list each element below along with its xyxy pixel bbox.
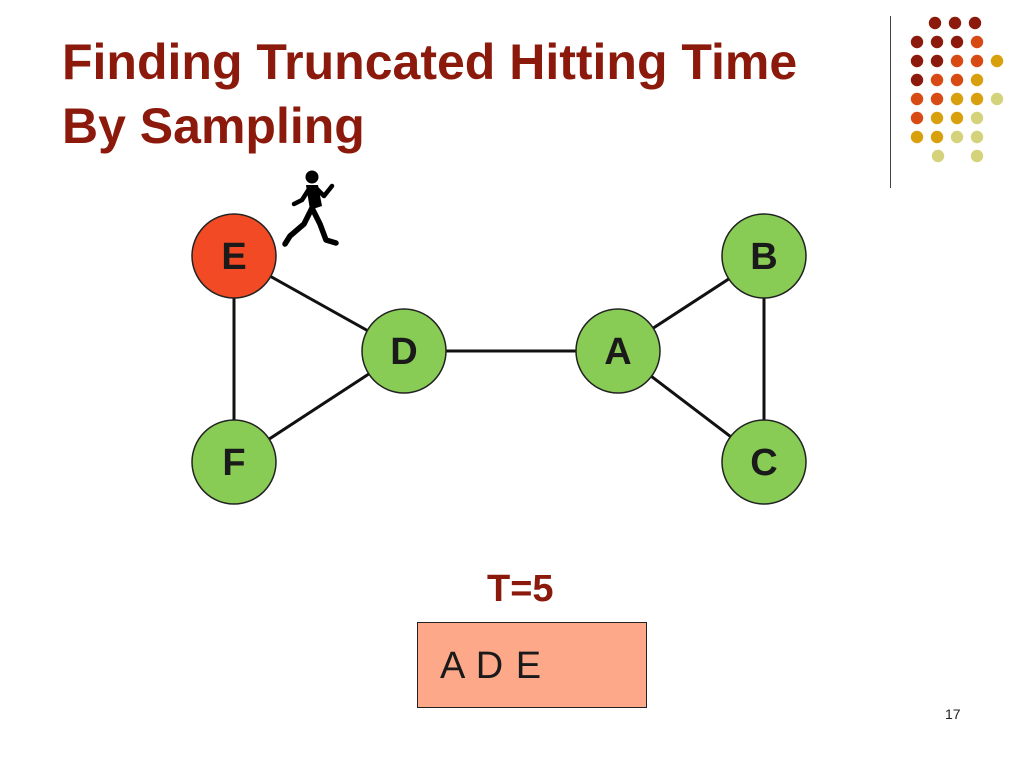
dot-grid-decoration xyxy=(910,16,1004,163)
title-divider xyxy=(890,16,891,188)
graph-nodes: E D F A B C xyxy=(191,213,807,505)
node-label-D: D xyxy=(390,331,417,373)
decorative-dot xyxy=(970,35,984,49)
time-horizon-label: T=5 xyxy=(487,568,554,610)
decorative-dot xyxy=(910,130,924,144)
page-number: 17 xyxy=(945,706,961,722)
decorative-dot xyxy=(930,35,944,49)
decorative-dot xyxy=(910,92,924,106)
node-circle-D xyxy=(361,308,447,394)
decorative-dot xyxy=(928,16,942,30)
decorative-dot xyxy=(990,54,1004,68)
node-label-C: C xyxy=(750,442,777,484)
decorative-dot xyxy=(910,111,924,125)
decorative-dot xyxy=(930,54,944,68)
node-label-B: B xyxy=(750,236,777,278)
node-A: A xyxy=(575,308,661,394)
node-C: C xyxy=(721,419,807,505)
walk-path-box: A D E xyxy=(417,622,647,708)
decorative-dot xyxy=(990,92,1004,106)
title-line-2: By Sampling xyxy=(62,98,365,154)
decorative-dot xyxy=(930,92,944,106)
node-E: E xyxy=(191,213,277,299)
decorative-dot xyxy=(910,54,924,68)
node-circle-F xyxy=(191,419,277,505)
title-line-1: Finding Truncated Hitting Time xyxy=(62,34,798,90)
node-F: F xyxy=(191,419,277,505)
decorative-dot xyxy=(950,111,964,125)
decorative-dot xyxy=(931,149,945,163)
decorative-dot xyxy=(970,92,984,106)
decorative-dot xyxy=(930,111,944,125)
decorative-dot xyxy=(930,73,944,87)
slide-title: Finding Truncated Hitting Time By Sampli… xyxy=(62,30,797,158)
decorative-dot xyxy=(950,54,964,68)
node-label-F: F xyxy=(222,442,245,484)
decorative-dot xyxy=(968,16,982,30)
node-circle-A xyxy=(575,308,661,394)
node-circle-C xyxy=(721,419,807,505)
decorative-dot xyxy=(970,73,984,87)
decorative-dot xyxy=(970,130,984,144)
walking-person-icon xyxy=(282,170,339,247)
decorative-dot xyxy=(950,35,964,49)
node-circle-E xyxy=(191,213,277,299)
decorative-dot xyxy=(970,54,984,68)
node-B: B xyxy=(721,213,807,299)
decorative-dot xyxy=(970,149,984,163)
decorative-dot xyxy=(930,130,944,144)
decorative-dot xyxy=(950,130,964,144)
decorative-dot xyxy=(910,35,924,49)
node-D: D xyxy=(361,308,447,394)
graph-edges xyxy=(232,254,766,464)
decorative-dot xyxy=(950,73,964,87)
decorative-dot xyxy=(950,92,964,106)
decorative-dot xyxy=(970,111,984,125)
decorative-dot xyxy=(948,16,962,30)
node-circle-B xyxy=(721,213,807,299)
node-label-A: A xyxy=(604,331,631,373)
decorative-dot xyxy=(910,73,924,87)
node-label-E: E xyxy=(221,236,246,278)
walk-path-text: A D E xyxy=(440,645,543,687)
